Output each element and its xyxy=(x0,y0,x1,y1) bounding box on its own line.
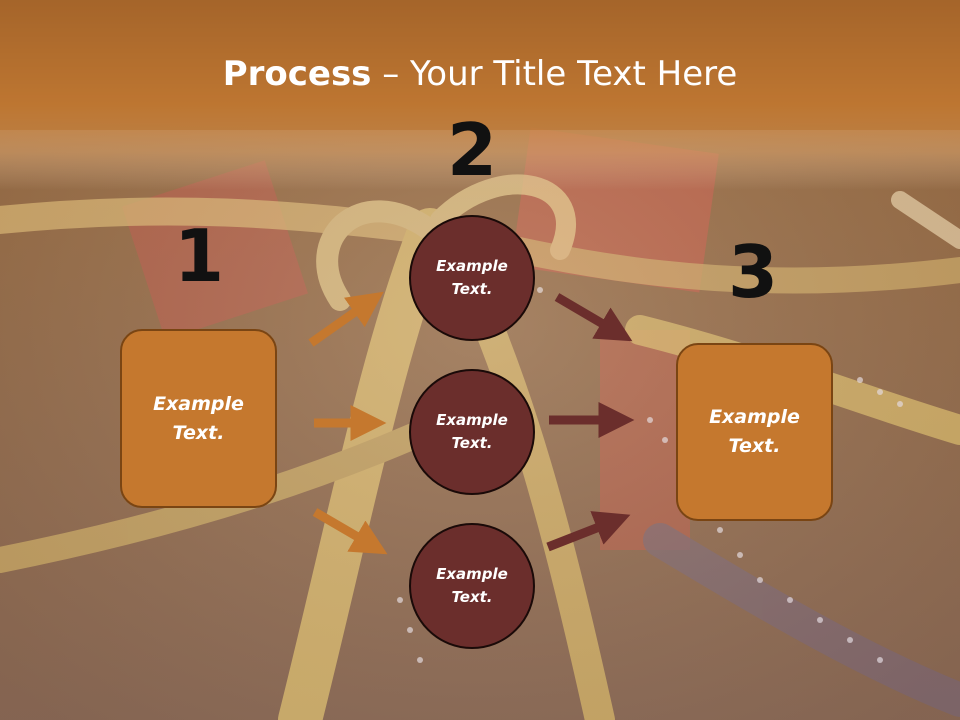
step3-box-line2: Text. xyxy=(728,435,781,457)
arrow-box1-to-circle1 xyxy=(308,291,384,347)
arrow-box1-to-circle3 xyxy=(312,508,388,555)
arrow-circle3-to-box3 xyxy=(546,511,631,552)
step1-box-line2: Text. xyxy=(172,421,225,444)
step3-box[interactable]: Example Text. xyxy=(676,343,833,521)
circle-bottom-line1: Example xyxy=(436,565,508,583)
circle-top-line2: Text. xyxy=(451,280,493,298)
step2-circle-top[interactable]: Example Text. xyxy=(409,215,535,341)
step-number-1: 1 xyxy=(173,214,225,298)
title-bold: Process xyxy=(222,54,372,94)
step2-circle-bottom[interactable]: Example Text. xyxy=(409,523,535,649)
step1-box[interactable]: Example Text. xyxy=(120,329,277,508)
step-number-3: 3 xyxy=(727,230,779,314)
arrow-circle1-to-box3 xyxy=(554,293,633,342)
circle-top-line1: Example xyxy=(436,257,508,275)
step1-box-line1: Example xyxy=(153,392,244,415)
circle-bottom-line2: Text. xyxy=(451,588,493,606)
step2-circle-middle[interactable]: Example Text. xyxy=(409,369,535,495)
slide-title: Process – Your Title Text Here xyxy=(0,52,960,96)
step-number-2: 2 xyxy=(446,108,498,192)
circle-middle-line1: Example xyxy=(436,411,508,429)
step3-box-line1: Example xyxy=(709,406,800,428)
circle-middle-line2: Text. xyxy=(451,434,493,452)
title-rest: – Your Title Text Here xyxy=(371,54,738,94)
